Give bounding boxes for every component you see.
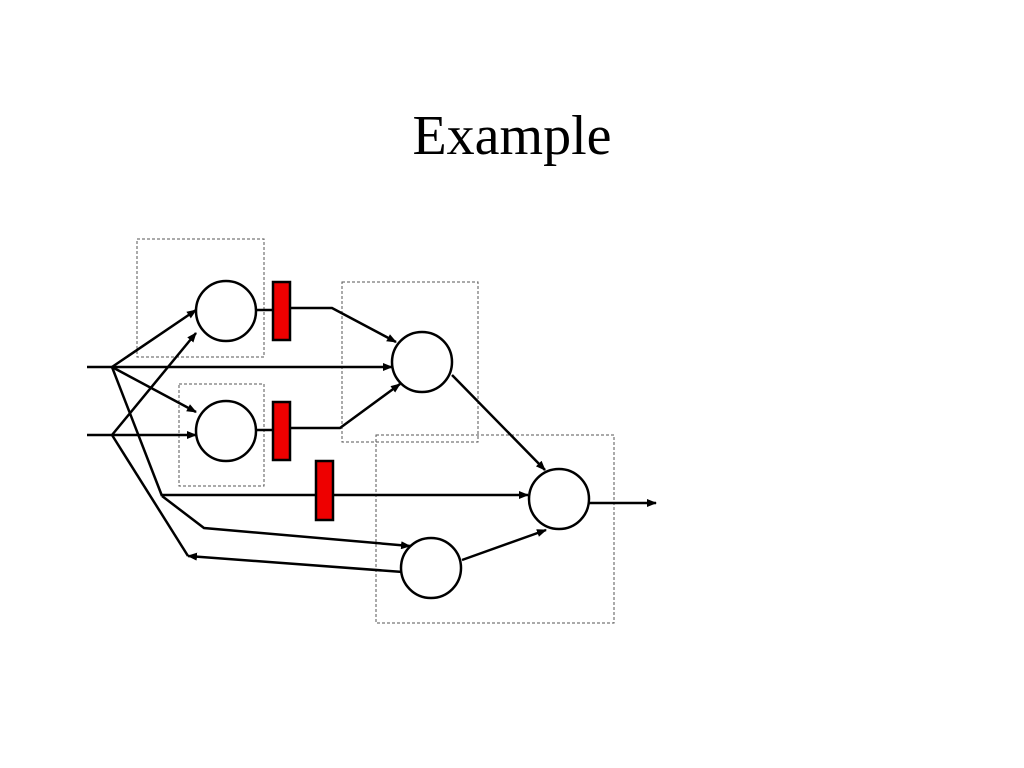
edge-n3-n4 (451, 374, 546, 471)
group-box-top-left (136, 238, 265, 358)
edge-branch-n5 (161, 495, 411, 550)
register-3 (314, 459, 335, 522)
node-1 (194, 279, 258, 343)
slide-title: Example (412, 105, 612, 167)
edge-r2-n3 (290, 382, 401, 430)
edge-in2-branch-down (110, 434, 190, 557)
node-3 (390, 330, 454, 394)
edge-n5-feedback (187, 552, 404, 574)
node-4 (527, 467, 591, 531)
node-5 (399, 536, 463, 600)
edge-n5-n4 (461, 528, 547, 562)
nodes (194, 279, 591, 600)
edge-in1-branch-down (110, 366, 164, 497)
registers (271, 280, 335, 522)
node-2 (194, 399, 258, 463)
edge-in2-n1 (111, 332, 197, 436)
group-boxes (136, 238, 615, 624)
register-1 (271, 280, 292, 342)
edge-r1-n3 (290, 306, 397, 344)
group-box-middle (341, 281, 479, 443)
edge-in1-n2 (111, 365, 197, 414)
edges (87, 306, 657, 574)
register-2 (271, 400, 292, 462)
edge-in1-n1 (111, 308, 197, 369)
group-box-bottom-right (375, 434, 615, 624)
